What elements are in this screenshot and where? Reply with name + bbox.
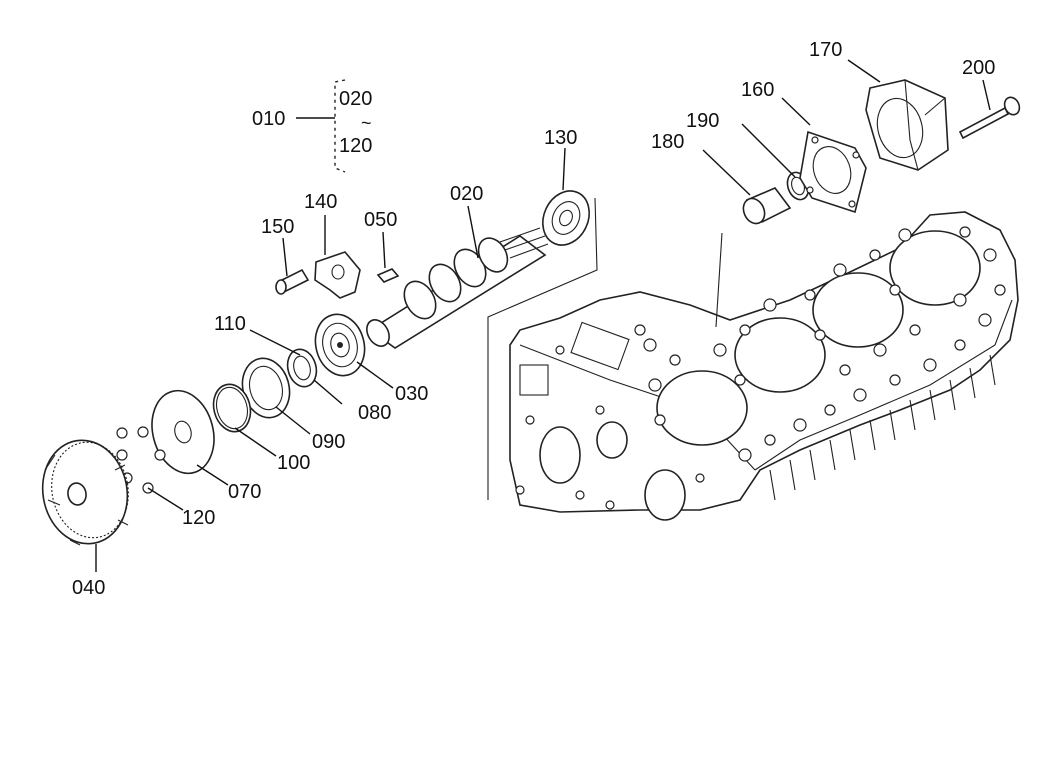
- callout-150: 150: [261, 216, 294, 238]
- plate-070: [151, 389, 215, 475]
- gasket-160: [799, 130, 867, 214]
- callout-010-range-start: 020: [339, 88, 372, 110]
- callout-160: 160: [741, 79, 774, 101]
- ring-080: [286, 348, 318, 388]
- callout-010-range-tilde: ~: [361, 113, 372, 133]
- seal-090: [241, 357, 291, 419]
- callout-200: 200: [962, 57, 995, 79]
- group-bracket-010: [296, 79, 346, 173]
- callout-010-range-end: 120: [339, 135, 372, 157]
- bearing-130: [542, 190, 590, 246]
- thrust-plate-140: [314, 251, 361, 299]
- hub-030: [314, 313, 366, 377]
- gear-040: [41, 439, 129, 546]
- camshaft-020: [366, 227, 549, 349]
- callout-140: 140: [304, 191, 337, 213]
- cover-reference-line: [715, 232, 723, 328]
- callout-080: 080: [358, 402, 391, 424]
- engine-block: [509, 211, 1019, 521]
- callout-130: 130: [544, 127, 577, 149]
- o-ring-100: [212, 383, 252, 433]
- callout-170: 170: [809, 39, 842, 61]
- callout-090: 090: [312, 431, 345, 453]
- callout-labels: 010 020 ~ 120 020 030 040 050 070 080 09…: [72, 39, 995, 599]
- callout-120: 120: [182, 507, 215, 529]
- callout-020: 020: [450, 183, 483, 205]
- callout-110: 110: [214, 313, 246, 335]
- key-050: [376, 268, 400, 283]
- camshaft-reference-bracket: [487, 197, 598, 500]
- callout-180: 180: [651, 131, 684, 153]
- callout-050: 050: [364, 209, 397, 231]
- callout-040: 040: [72, 577, 105, 599]
- callout-030: 030: [395, 383, 428, 405]
- sleeve-180: [742, 187, 792, 225]
- housing-170: [865, 79, 949, 171]
- bolt-150: [275, 268, 310, 295]
- bolt-200: [958, 96, 1021, 140]
- callout-190: 190: [686, 110, 719, 132]
- callout-070: 070: [228, 481, 261, 503]
- callout-010: 010: [252, 108, 285, 130]
- callout-100: 100: [277, 452, 310, 474]
- leader-lines: [95, 59, 991, 572]
